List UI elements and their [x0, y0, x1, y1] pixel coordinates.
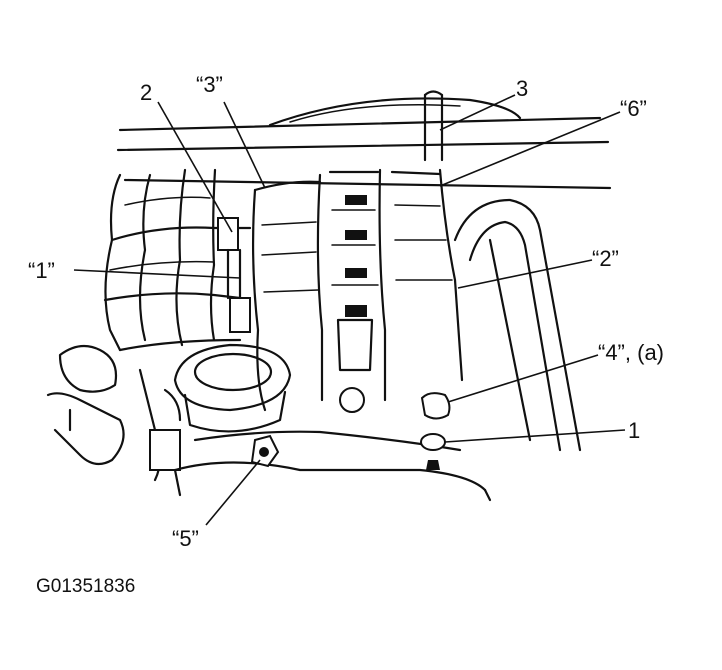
bolt-4a — [420, 392, 451, 470]
leader-ref-5 — [205, 459, 261, 526]
label-ref-4a: “4”, (a) — [598, 340, 664, 365]
leader-item-2 — [157, 101, 233, 233]
strut-bar — [116, 97, 612, 190]
rod-part — [423, 90, 444, 162]
leader-ref-3 — [223, 101, 266, 189]
leader-ref-4a — [447, 354, 599, 403]
filler-cap — [173, 343, 292, 433]
left-components — [46, 344, 182, 482]
label-item-1: 1 — [628, 418, 640, 443]
leader-ref-1 — [73, 269, 241, 279]
leader-item-3 — [439, 94, 516, 131]
leader-item-1 — [444, 429, 626, 443]
leader-ref-2 — [457, 259, 593, 289]
label-item-2: 2 — [140, 80, 152, 105]
bolt-5 — [250, 434, 280, 468]
label-ref-6: “6” — [620, 96, 647, 121]
label-ref-3: “3” — [196, 72, 223, 97]
figure-id: G01351836 — [36, 576, 135, 597]
label-item-3: 3 — [516, 76, 528, 101]
intake-manifold — [217, 168, 464, 413]
leader-ref-6 — [439, 111, 621, 187]
intake-runners — [103, 168, 252, 352]
air-pipe — [453, 198, 582, 452]
label-ref-1: “1” — [28, 258, 55, 283]
label-ref-5: “5” — [172, 526, 199, 551]
label-ref-2: “2” — [592, 246, 619, 271]
